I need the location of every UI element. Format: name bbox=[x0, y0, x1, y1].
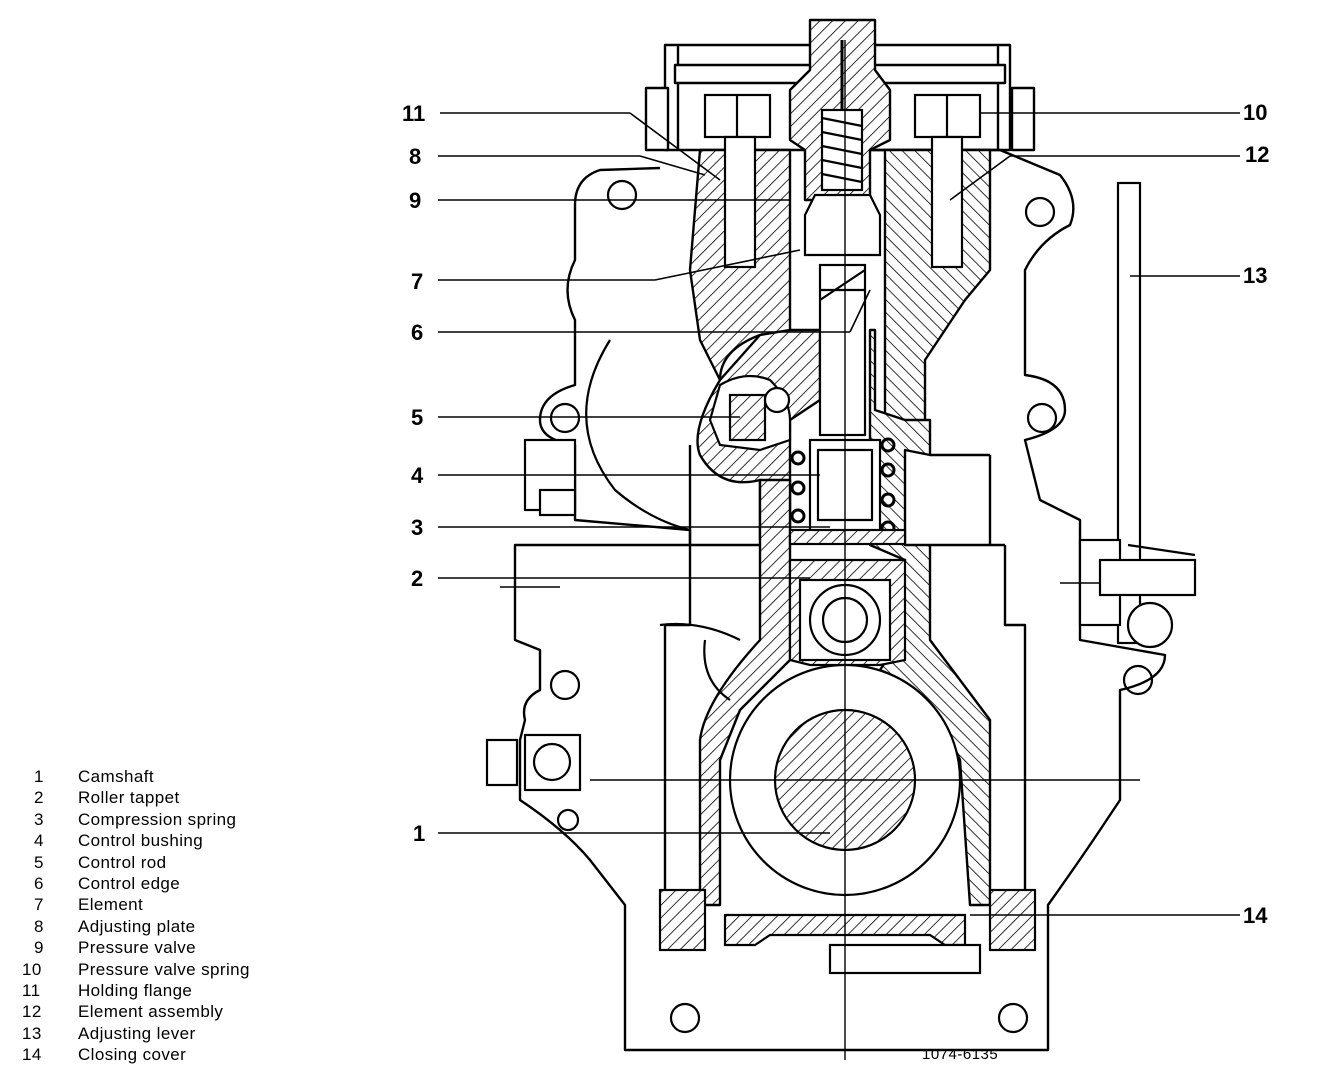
callout-7: 7 bbox=[411, 269, 424, 294]
mount-hole bbox=[1024, 196, 1056, 228]
control-rod bbox=[708, 374, 792, 452]
pressure-valve-spring bbox=[820, 40, 864, 192]
callout-13: 13 bbox=[1243, 263, 1268, 288]
tappet-bore-left bbox=[698, 478, 792, 907]
callout-8: 8 bbox=[409, 144, 422, 169]
callout-1: 1 bbox=[413, 821, 426, 846]
callout-10: 10 bbox=[1243, 100, 1268, 125]
callout-3: 3 bbox=[411, 515, 424, 540]
mount-hole bbox=[1026, 402, 1058, 434]
callout-5: 5 bbox=[411, 405, 424, 430]
callout-9: 9 bbox=[409, 188, 422, 213]
callout-12: 12 bbox=[1245, 142, 1270, 167]
pressure-valve bbox=[803, 193, 882, 257]
leader-lines bbox=[438, 112, 1240, 916]
pump-plunger bbox=[818, 263, 867, 437]
mount-hole bbox=[997, 1002, 1029, 1034]
callout-14: 14 bbox=[1243, 903, 1268, 928]
mount-hole bbox=[549, 402, 581, 434]
mount-hole bbox=[669, 1002, 701, 1034]
drawing-number: 1074-6135 bbox=[922, 1046, 999, 1063]
callout-4: 4 bbox=[411, 463, 424, 488]
pump-housing-outline bbox=[513, 148, 1167, 1052]
callout-6: 6 bbox=[411, 320, 424, 345]
mount-hole bbox=[606, 179, 638, 211]
adjusting-lever bbox=[1116, 181, 1142, 645]
mount-hole bbox=[549, 669, 581, 701]
callout-11: 11 bbox=[402, 101, 426, 126]
callout-2: 2 bbox=[411, 566, 424, 591]
mount-hole bbox=[556, 808, 580, 832]
mount-hole bbox=[1122, 664, 1154, 696]
